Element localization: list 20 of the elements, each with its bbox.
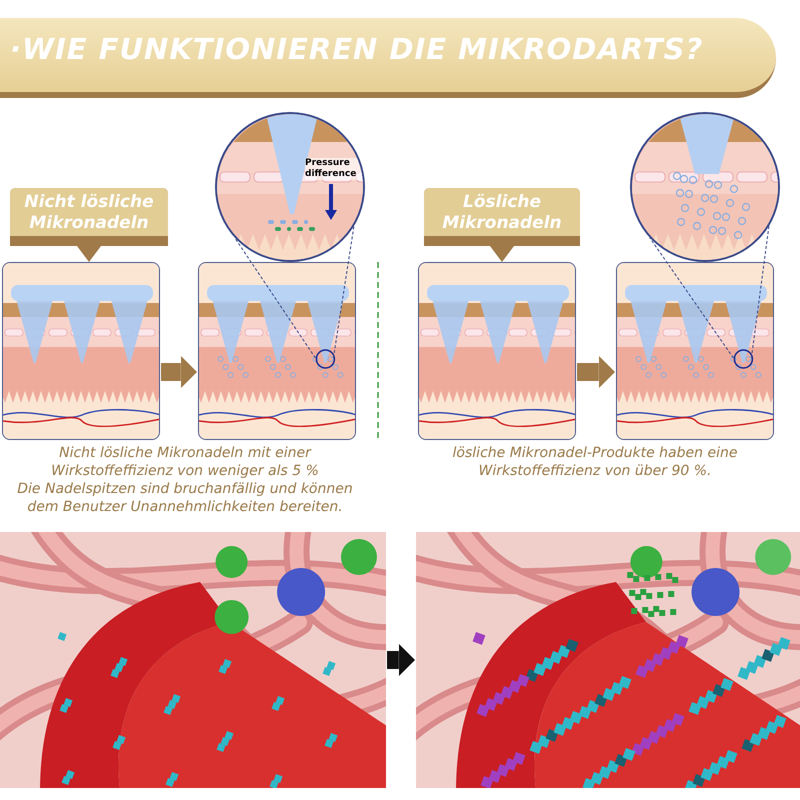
zoom-guide-line — [750, 226, 770, 358]
arrow — [161, 356, 197, 388]
zoom-guide-line — [234, 237, 316, 358]
title-banner: ·WIE FUNKTIONIEREN DIE MIKRODARTS? — [0, 18, 776, 98]
blood-vessel-illustration — [416, 532, 800, 788]
blood-vessel-illustration — [0, 532, 386, 788]
skin-cross-section-picture — [198, 262, 356, 440]
skin-cross-section-picture — [418, 262, 576, 440]
callout-label: Nicht lösliche Mikronadeln — [8, 186, 170, 262]
callout-label: Lösliche Mikronadeln — [422, 186, 582, 262]
arrow — [387, 644, 415, 676]
caption-text: Nicht lösliche Mikronadeln mit einer Wirkstoffeffizienz von weniger als 5 % — [50, 444, 320, 480]
caption-text: Die Nadelspitzen sind bruchanfällig und können dem Benutzer Unannehmlichkeiten bereiten. — [16, 480, 354, 516]
zoom-guide-line — [332, 226, 354, 358]
skin-cross-section-picture — [616, 262, 774, 440]
arrow — [577, 356, 615, 388]
zoom-caption: Pressure difference — [305, 158, 363, 180]
skin-cross-section-picture — [2, 262, 160, 440]
caption-text: lösliche Mikronadel-Produkte haben eine Wirkstoffeffizienz von über 90 %. — [452, 444, 738, 480]
zoom-guide-line — [649, 237, 734, 358]
